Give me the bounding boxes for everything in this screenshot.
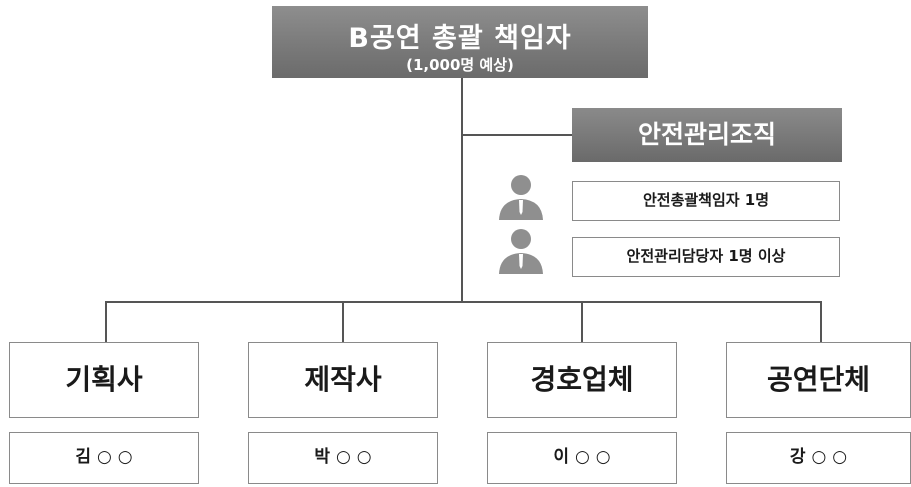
org-person-performers: 강 ○ ○ <box>726 432 911 484</box>
safety-org-box: 안전관리조직 <box>572 108 842 162</box>
org-box-production: 제작사 <box>248 342 438 418</box>
org-connector-4 <box>820 301 822 342</box>
org-connector-1 <box>105 301 107 342</box>
person-icon <box>496 226 546 276</box>
org-connector-2 <box>342 301 344 342</box>
safety-role-chief: 안전총괄책임자 1명 <box>572 181 840 221</box>
main-vertical-connector <box>461 78 463 302</box>
org-connector-3 <box>581 301 583 342</box>
top-manager-box: B공연 총괄 책임자 (1,000명 예상) <box>272 6 648 78</box>
bottom-horizontal-connector <box>105 301 821 303</box>
org-person-planning: 김 ○ ○ <box>9 432 199 484</box>
person-icon <box>496 172 546 222</box>
top-manager-subtitle: (1,000명 예상) <box>406 56 514 74</box>
org-box-performers: 공연단체 <box>726 342 911 418</box>
safety-role-manager: 안전관리담당자 1명 이상 <box>572 237 840 277</box>
top-manager-title: B공연 총괄 책임자 <box>348 23 572 54</box>
org-person-production: 박 ○ ○ <box>248 432 438 484</box>
org-person-security: 이 ○ ○ <box>487 432 677 484</box>
safety-branch-connector <box>461 134 572 136</box>
org-box-security: 경호업체 <box>487 342 677 418</box>
org-box-planning: 기획사 <box>9 342 199 418</box>
